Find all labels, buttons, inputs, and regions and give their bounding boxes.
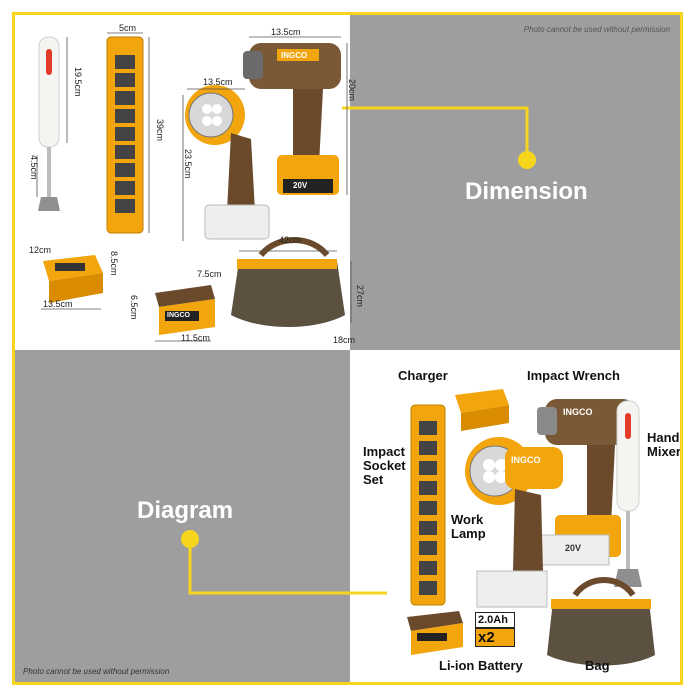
- dimension-label-panel: [350, 15, 680, 350]
- hand-mixer-image: [36, 36, 68, 211]
- charger-height-label: 8.5cm: [109, 251, 119, 276]
- socket-set-label-line3: Set: [363, 472, 384, 487]
- lamp-width-label: 13.5cm: [203, 77, 233, 87]
- bag-label: Bag: [585, 658, 610, 673]
- socket-set-label-line1: Impact: [363, 444, 405, 459]
- work-lamp-image: [182, 85, 270, 241]
- diagram-connector-line: [188, 542, 387, 595]
- diagram-connector-dot: [181, 530, 199, 548]
- impact-wrench-image: [243, 36, 348, 195]
- battery-brand-mark: INGCO: [167, 312, 190, 319]
- socket-set-label: Impact Socket Set: [363, 445, 406, 487]
- charger-depth-label: 12cm: [29, 245, 52, 255]
- wrench-brand-mark: INGCO: [281, 51, 308, 60]
- hand-mixer-label-line2: Mixer: [647, 444, 681, 459]
- battery-label: Li-ion Battery: [439, 658, 523, 673]
- wrench-width-label: 13.5cm: [271, 27, 301, 37]
- dimension-connector-line: [342, 106, 529, 158]
- battery-image: [155, 285, 215, 342]
- diagram-charger-image: [455, 389, 509, 431]
- diagram-hand-mixer-image: [614, 400, 642, 587]
- mixer-height-label: 19.5cm: [73, 67, 83, 97]
- product-artwork: [36, 32, 655, 666]
- diagram-battery-image: [407, 611, 463, 655]
- lamp-height-label: 23.5cm: [183, 149, 193, 179]
- tool-bag-image: [231, 237, 352, 327]
- wrench-height-label: 20cm: [347, 79, 357, 102]
- battery-depth-label: 7.5cm: [197, 269, 222, 279]
- watermark-top: Photo cannot be used without permission: [523, 25, 670, 34]
- hand-mixer-label-line1: Hand: [647, 430, 680, 445]
- bag-depth-label: 18cm: [333, 335, 356, 345]
- diagram-wrench-voltage-mark: 20V: [565, 543, 582, 553]
- work-lamp-label: Work Lamp: [451, 513, 486, 541]
- mixer-shaft-label: 4.5cm: [29, 155, 39, 180]
- charger-width-label: 13.5cm: [43, 299, 73, 309]
- work-lamp-label-line1: Work: [451, 512, 484, 527]
- battery-width-label: 11.5cm: [181, 333, 210, 343]
- battery-quantity-badge: x2: [475, 628, 515, 647]
- watermark-bottom: Photo cannot be used without permission: [23, 667, 170, 676]
- diagram-impact-wrench-image: [537, 399, 635, 566]
- battery-capacity-badge: 2.0Ah: [475, 612, 515, 628]
- wrench-voltage-mark: 20V: [293, 181, 308, 190]
- socket-height-label: 39cm: [155, 119, 165, 142]
- diagram-section-label: Diagram: [137, 497, 234, 524]
- socket-width-label: 5cm: [119, 23, 137, 33]
- bag-height-label: 27cm: [355, 285, 365, 308]
- dimension-connector-dot: [518, 151, 536, 169]
- charger-image: [41, 255, 103, 310]
- charger-label: Charger: [398, 368, 448, 383]
- diagram-socket-set-image: [410, 404, 446, 606]
- diagram-work-lamp-image: [465, 437, 563, 608]
- diagram-lamp-brand-mark: INGCO: [511, 455, 541, 465]
- socket-set-image: [106, 32, 150, 234]
- hand-mixer-label: Hand Mixer: [647, 430, 681, 459]
- dimension-section-label: Dimension: [465, 178, 588, 205]
- impact-wrench-label: Impact Wrench: [527, 368, 620, 383]
- work-lamp-label-line2: Lamp: [451, 526, 486, 541]
- bag-width-label: 42cm: [279, 235, 302, 245]
- diagram-wrench-brand-mark: INGCO: [563, 407, 593, 417]
- product-frame: Photo cannot be used without permission …: [12, 12, 683, 685]
- diagram-label-panel: [15, 350, 350, 682]
- diagram-tool-bag-image: [547, 577, 655, 666]
- battery-height-label: 6.5cm: [129, 295, 139, 320]
- socket-set-label-line2: Socket: [363, 458, 406, 473]
